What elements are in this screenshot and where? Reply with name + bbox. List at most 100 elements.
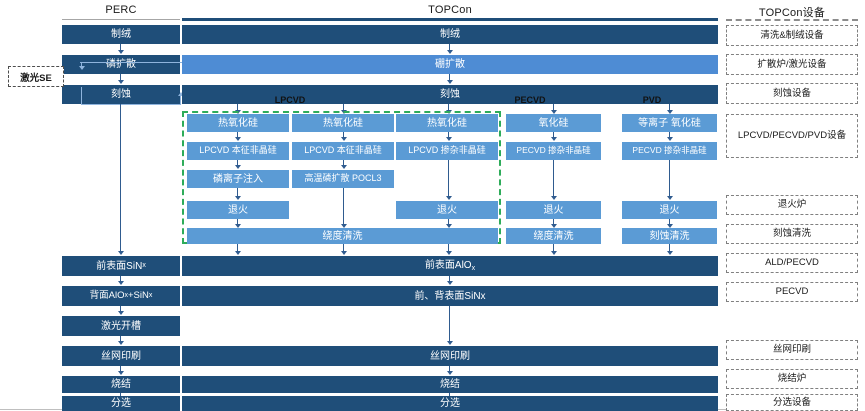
merge-arrow-col1	[235, 251, 241, 255]
connector-arrow	[667, 196, 673, 200]
perc-step-laser-groove[interactable]: 激光开槽	[62, 316, 180, 336]
branch1-step-3[interactable]: 磷离子注入	[187, 170, 289, 188]
lpcvd-shared-step-clean[interactable]: 绕度清洗	[187, 228, 498, 244]
branch1-step-4[interactable]: 退火	[187, 201, 289, 219]
equipment-item-etching[interactable]: 刻蚀设备	[726, 83, 858, 104]
branch5-step-4[interactable]: 刻蚀清洗	[622, 228, 717, 244]
perc-step-linkuosan[interactable]: 磷扩散	[62, 55, 180, 74]
perc-step-screen-print[interactable]: 丝网印刷	[62, 346, 180, 366]
perc-step-firing[interactable]: 烧结	[62, 376, 180, 393]
branch5-step-2[interactable]: PECVD 掺杂非晶硅	[622, 142, 717, 160]
merge-arrow-col4	[551, 251, 557, 255]
merge-line-col3	[448, 244, 449, 252]
subscript-x: x	[142, 262, 146, 270]
group-label-lpcvd: LPCVD	[274, 95, 306, 105]
connector-line	[449, 44, 450, 51]
equipment-item-lpcvd-pecvd-pvd[interactable]: LPCVD/PECVD/PVD设备	[726, 114, 858, 158]
se-loop-right-line	[180, 96, 181, 105]
connector-line	[553, 132, 554, 138]
topcon-step-front-alox[interactable]: 前表面AlOx	[182, 256, 718, 276]
equipment-header-rule	[726, 19, 858, 21]
branch3-step-1[interactable]: 热氧化硅	[396, 114, 498, 132]
connector-arrow	[447, 80, 453, 84]
perc-step-sorting[interactable]: 分选	[62, 396, 180, 411]
equipment-item-pecvd[interactable]: PECVD	[726, 282, 858, 302]
connector-line	[343, 188, 344, 225]
branch-line-col4	[553, 104, 554, 111]
topcon-step-firing[interactable]: 烧结	[182, 376, 718, 393]
connector-line	[343, 160, 344, 166]
branch2-step-3[interactable]: 高温磷扩散 POCL3	[292, 170, 394, 188]
topcon-step-keshi[interactable]: 刻蚀	[182, 85, 718, 104]
se-loop-left-line	[81, 87, 82, 104]
se-loop-bottom-line	[81, 104, 181, 105]
branch-line-col5	[669, 104, 670, 111]
connector-arrow	[341, 165, 347, 169]
perc-front-sinx-label: 前表面SiN	[96, 260, 143, 272]
branch4-step-1[interactable]: 氧化硅	[506, 114, 601, 132]
connector-arrow	[446, 224, 452, 228]
connector-line	[669, 132, 670, 138]
connector-line	[237, 132, 238, 138]
branch3-step-3[interactable]: 退火	[396, 201, 498, 219]
branch2-step-2[interactable]: LPCVD 本征非晶硅	[292, 142, 394, 160]
topcon-step-zhirong[interactable]: 制绒	[182, 25, 718, 44]
connector-line	[449, 276, 450, 282]
branch-arrow-col5	[667, 110, 673, 114]
group-label-pvd: PVD	[642, 95, 662, 105]
equipment-item-sorting[interactable]: 分选设备	[726, 394, 858, 411]
branch3-step-2[interactable]: LPCVD 掺杂非晶硅	[396, 142, 498, 160]
connector-line	[237, 188, 238, 197]
connector-line	[449, 74, 450, 81]
connector-line	[449, 366, 450, 372]
connector-arrow	[235, 165, 241, 169]
connector-line	[120, 306, 121, 312]
connector-line	[449, 393, 450, 397]
topcon-step-screen-print[interactable]: 丝网印刷	[182, 346, 718, 366]
equipment-item-screen-print[interactable]: 丝网印刷	[726, 340, 858, 360]
branch-line-col3	[448, 104, 449, 111]
perc-step-keshi[interactable]: 刻蚀	[62, 85, 180, 104]
connector-line	[669, 160, 670, 197]
connector-line	[237, 219, 238, 225]
branch1-step-1[interactable]: 热氧化硅	[187, 114, 289, 132]
connector-arrow	[551, 224, 557, 228]
connector-line	[553, 219, 554, 225]
connector-arrow	[447, 50, 453, 54]
topcon-step-boron-diffusion[interactable]: 硼扩散	[182, 55, 718, 74]
connector-line	[669, 219, 670, 225]
connector-arrow	[551, 196, 557, 200]
perc-step-zhirong[interactable]: 制绒	[62, 25, 180, 44]
branch1-step-2[interactable]: LPCVD 本征非晶硅	[187, 142, 289, 160]
branch4-step-4[interactable]: 绕度清洗	[506, 228, 601, 244]
connector-arrow	[118, 251, 124, 255]
perc-long-connector	[120, 104, 121, 252]
equipment-item-clean-texture[interactable]: 清洗&制绒设备	[726, 25, 858, 46]
connector-line	[343, 132, 344, 138]
equipment-item-annealing-furnace[interactable]: 退火炉	[726, 195, 858, 215]
branch5-step-3[interactable]: 退火	[622, 201, 717, 219]
branch2-step-1[interactable]: 热氧化硅	[292, 114, 394, 132]
connector-line	[553, 160, 554, 197]
connector-arrow	[118, 80, 124, 84]
topcon-step-sorting[interactable]: 分选	[182, 396, 718, 411]
topcon-front-alox-label: 前表面AlOx	[424, 259, 476, 272]
connector-arrow	[341, 137, 347, 141]
equipment-item-etch-clean[interactable]: 刻蚀清洗	[726, 224, 858, 244]
connector-arrow	[341, 224, 347, 228]
branch4-step-2[interactable]: PECVD 掺杂非晶硅	[506, 142, 601, 160]
equipment-item-ald-pecvd[interactable]: ALD/PECVD	[726, 253, 858, 273]
connector-arrow	[118, 341, 124, 345]
header-perc: PERC	[105, 4, 137, 16]
connector-line	[448, 160, 449, 197]
connector-line	[120, 393, 121, 397]
equipment-item-diffusion-laser[interactable]: 扩散炉/激光设备	[726, 54, 858, 75]
branch4-step-3[interactable]: 退火	[506, 201, 601, 219]
topcon-step-front-back-sinx[interactable]: 前、背表面SiNx	[182, 286, 718, 306]
branch5-step-1[interactable]: 等离子 氧化硅	[622, 114, 717, 132]
laser-se-callout[interactable]: 激光SE	[8, 66, 64, 87]
equipment-item-firing-furnace[interactable]: 烧结炉	[726, 369, 858, 389]
